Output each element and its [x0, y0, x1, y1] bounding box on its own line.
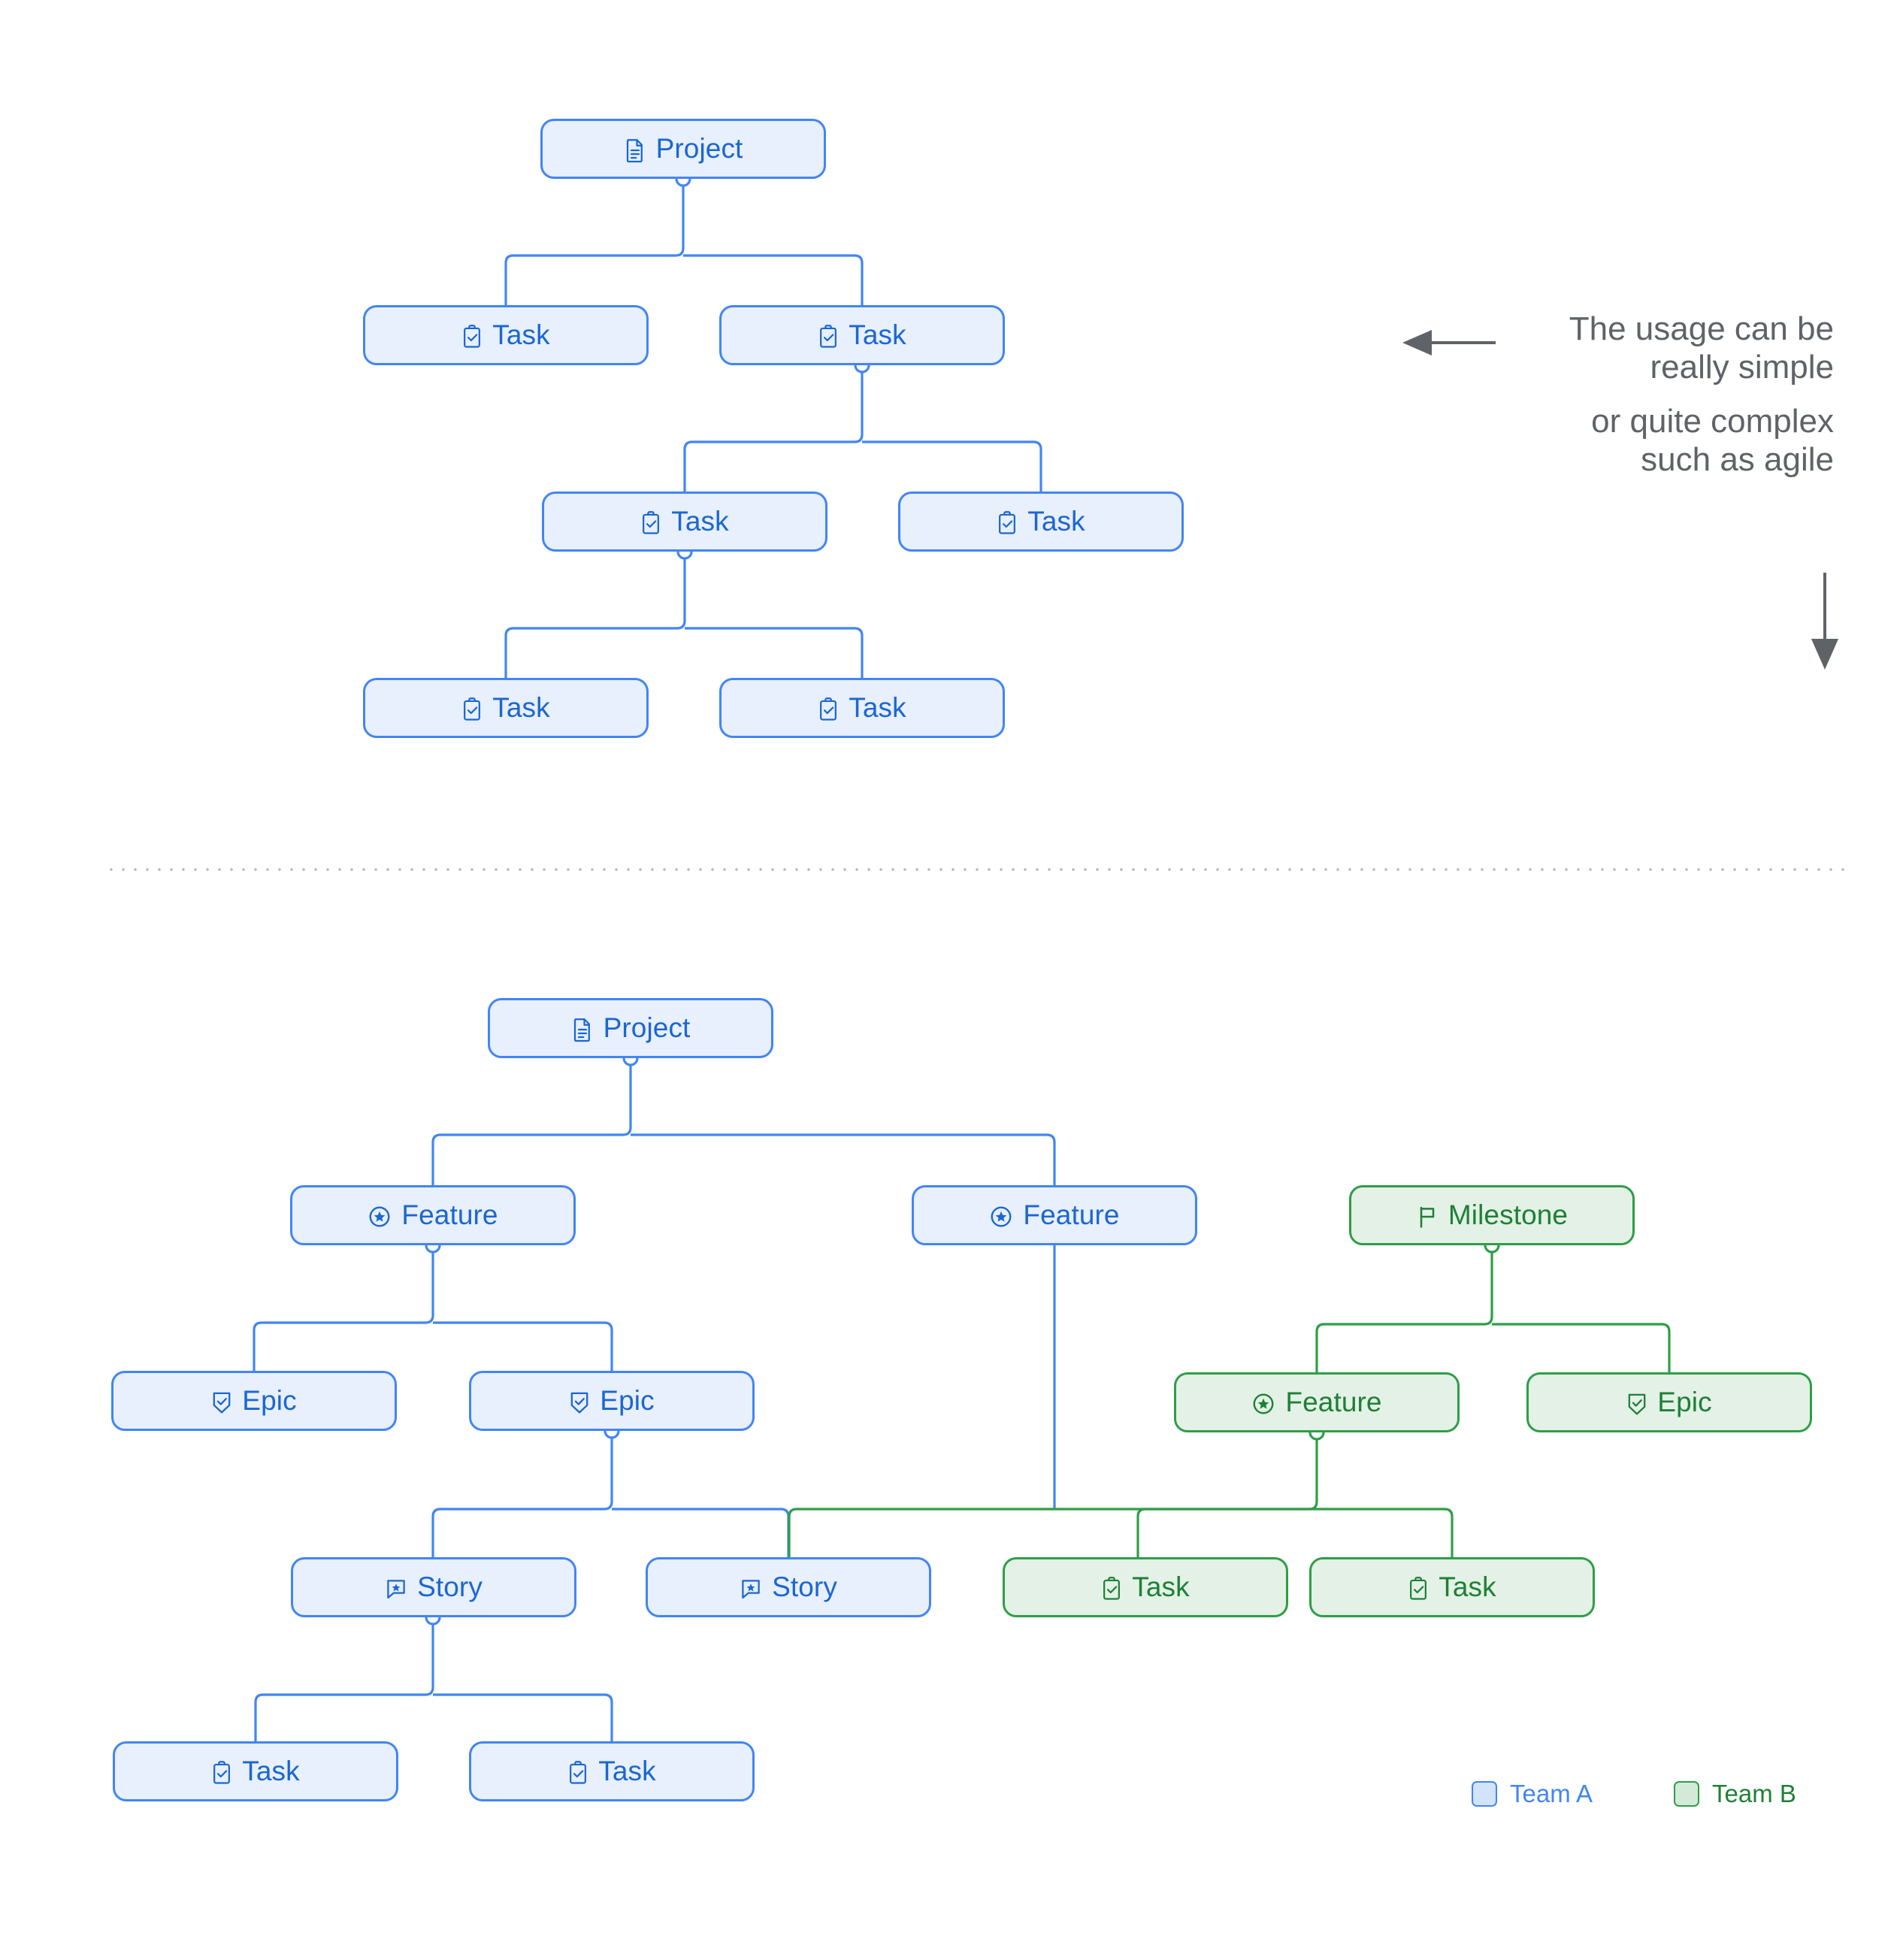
node-label: Task: [849, 319, 906, 350]
node-label: Task: [242, 1756, 300, 1786]
node-label: Task: [1027, 506, 1085, 537]
node-label: Epic: [242, 1385, 297, 1416]
annotation-line-1: The usage can be: [1569, 310, 1834, 347]
section-separator: [105, 868, 1850, 871]
node-epic[interactable]: Epic: [111, 1371, 397, 1431]
task-clipboard-icon: [461, 697, 483, 721]
node-label: Story: [772, 1571, 837, 1602]
node-label: Task: [1439, 1571, 1496, 1602]
node-label: Task: [492, 692, 550, 723]
annotation-line-4: such as agile: [1641, 441, 1834, 479]
epic-shield-icon: [569, 1390, 590, 1414]
feature-star-icon: [1251, 1392, 1275, 1416]
legend-label-team-b: Team B: [1712, 1780, 1796, 1807]
node-feature[interactable]: Feature: [1174, 1372, 1460, 1432]
task-clipboard-icon: [640, 511, 661, 535]
node-task[interactable]: Task: [542, 492, 827, 552]
legend-item-team-b[interactable]: Team B: [1674, 1780, 1796, 1808]
annotation-text: The usage can be really simple or quite …: [1496, 310, 1834, 479]
node-label: Project: [655, 133, 743, 164]
node-label: Story: [417, 1571, 483, 1602]
legend-swatch-team-a: [1472, 1781, 1497, 1807]
milestone-flag-icon: [1416, 1205, 1439, 1229]
node-feature[interactable]: Feature: [290, 1185, 576, 1245]
node-epic[interactable]: Epic: [1526, 1372, 1812, 1432]
epic-shield-icon: [211, 1390, 232, 1414]
node-task[interactable]: Task: [719, 305, 1005, 365]
task-clipboard-icon: [1408, 1577, 1429, 1601]
legend-swatch-team-b: [1674, 1781, 1699, 1807]
node-label: Feature: [1285, 1387, 1382, 1417]
node-label: Task: [1132, 1571, 1190, 1602]
node-label: Task: [492, 319, 550, 350]
epic-shield-icon: [1626, 1392, 1647, 1416]
document-icon: [624, 138, 646, 163]
node-label: Epic: [600, 1385, 655, 1416]
feature-star-icon: [989, 1205, 1013, 1229]
node-label: Task: [849, 692, 906, 723]
annotation-line-2: really simple: [1650, 349, 1834, 386]
story-bubble-icon: [385, 1577, 407, 1600]
task-clipboard-icon: [211, 1761, 232, 1785]
node-feature[interactable]: Feature: [912, 1185, 1197, 1245]
node-label: Project: [603, 1012, 691, 1043]
node-story[interactable]: Story: [291, 1557, 576, 1617]
story-bubble-icon: [740, 1577, 762, 1600]
node-label: Feature: [1023, 1199, 1120, 1230]
node-task[interactable]: Task: [1003, 1557, 1288, 1617]
task-clipboard-icon: [1101, 1577, 1122, 1601]
task-clipboard-icon: [567, 1761, 588, 1785]
document-icon: [571, 1017, 594, 1042]
node-label: Feature: [401, 1199, 498, 1230]
node-task[interactable]: Task: [898, 492, 1184, 552]
node-task[interactable]: Task: [363, 678, 649, 738]
node-label: Task: [598, 1756, 656, 1786]
feature-star-icon: [368, 1205, 392, 1229]
node-task[interactable]: Task: [469, 1741, 755, 1801]
node-task[interactable]: Task: [113, 1741, 398, 1801]
task-clipboard-icon: [997, 511, 1018, 535]
task-clipboard-icon: [818, 697, 839, 721]
task-clipboard-icon: [461, 325, 483, 349]
node-label: Milestone: [1448, 1199, 1569, 1230]
legend-label-team-a: Team A: [1510, 1780, 1593, 1807]
legend-item-team-a[interactable]: Team A: [1472, 1780, 1593, 1808]
annotation-line-3: or quite complex: [1591, 402, 1834, 440]
node-story[interactable]: Story: [646, 1557, 931, 1617]
node-project[interactable]: Project: [488, 998, 773, 1058]
node-label: Task: [671, 506, 729, 537]
node-task[interactable]: Task: [363, 305, 649, 365]
node-label: Epic: [1657, 1387, 1712, 1417]
node-task[interactable]: Task: [719, 678, 1005, 738]
task-clipboard-icon: [818, 325, 839, 349]
node-epic[interactable]: Epic: [469, 1371, 755, 1431]
node-milestone[interactable]: Milestone: [1349, 1185, 1635, 1245]
node-task[interactable]: Task: [1309, 1557, 1595, 1617]
node-project[interactable]: Project: [540, 119, 826, 179]
